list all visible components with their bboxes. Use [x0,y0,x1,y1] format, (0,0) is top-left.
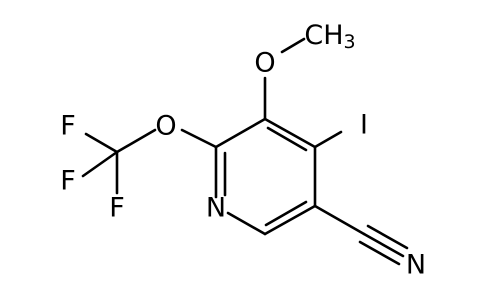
atom-fluorine-mid: F [60,166,76,197]
atom-labels: F F F O O CH3 I N N [60,20,426,281]
bond-c3-c4 [263,117,317,149]
atom-iodine: I [360,110,368,141]
bond-cf3-f-top [84,132,119,154]
bond-cf3-f-mid [81,150,119,178]
methyl-subscript: 3 [344,31,356,53]
atom-methyl: CH3 [304,20,355,54]
atom-fluorine-bottom: F [109,193,125,224]
bond-c5-c6 [263,204,317,236]
methyl-label: CH [304,20,343,51]
bond-c4-i [313,130,343,149]
atom-fluorine-top: F [60,111,76,142]
atom-oxygen-methoxy: O [254,48,275,79]
bond-triple-2 [366,224,409,250]
bond-c3-c4-inner [266,126,308,152]
substituent-bonds [81,37,409,266]
bond-triple-1 [362,232,405,258]
bond-c2-c3 [214,117,267,149]
bond-o-ch3 [280,37,306,54]
bond-o-cf3 [115,128,157,154]
atom-ring-nitrogen: N [206,193,226,224]
pyridine-ring [214,117,317,236]
bond-c2-o [180,128,218,149]
bond-c5-c6-inner [264,200,308,227]
bond-c5-cn [313,204,366,236]
atom-nitrile-nitrogen: N [406,250,426,281]
bond-c6-n1 [226,211,267,236]
atom-oxygen-trifluoromethoxy: O [155,111,176,142]
bond-triple-3 [358,240,401,266]
